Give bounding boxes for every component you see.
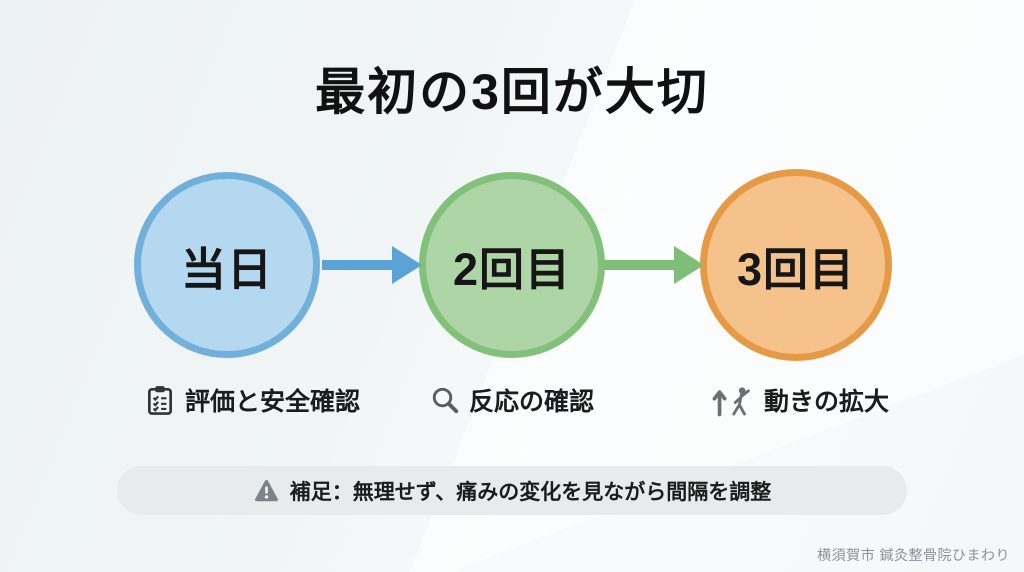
arrow-shaft [322, 260, 392, 270]
step-circle-visit2: 2回目 [419, 172, 605, 358]
clipboard-checklist-icon [147, 386, 172, 415]
stretch-person-icon [712, 386, 750, 416]
arrow-step2-to-step3 [604, 245, 704, 285]
warning-icon [254, 479, 278, 502]
note-text: 補足：無理せず、痛みの変化を見ながら間隔を調整 [289, 480, 772, 504]
step-circle-visit3: 3回目 [700, 169, 892, 361]
caption-step1-text: 評価と安全確認 [184, 388, 360, 416]
arrow-step1-to-step2 [322, 245, 422, 285]
step-circle-day1-label: 当日 [180, 243, 273, 295]
caption-step2: 反応の確認 [352, 378, 672, 422]
step-circle-visit2-label: 2回目 [452, 243, 572, 295]
magnifier-icon [432, 387, 459, 414]
caption-step1: 評価と安全確認 [77, 378, 427, 422]
arrow-head-icon [392, 246, 422, 284]
caption-step3-text: 動きの拡大 [763, 388, 889, 416]
arrow-head-icon [674, 246, 704, 284]
note-bar: 補足：無理せず、痛みの変化を見ながら間隔を調整 [117, 466, 907, 515]
clinic-credit: 横須賀市 鍼灸整骨院ひまわり [817, 547, 1010, 563]
caption-step2-text: 反応の確認 [468, 388, 594, 416]
caption-step3: 動きの拡大 [640, 378, 960, 422]
page-title: 最初の3回が大切 [315, 64, 709, 120]
step-circle-day1: 当日 [134, 172, 320, 358]
step-circle-visit3-label: 3回目 [736, 243, 856, 295]
arrow-shaft [604, 260, 674, 270]
